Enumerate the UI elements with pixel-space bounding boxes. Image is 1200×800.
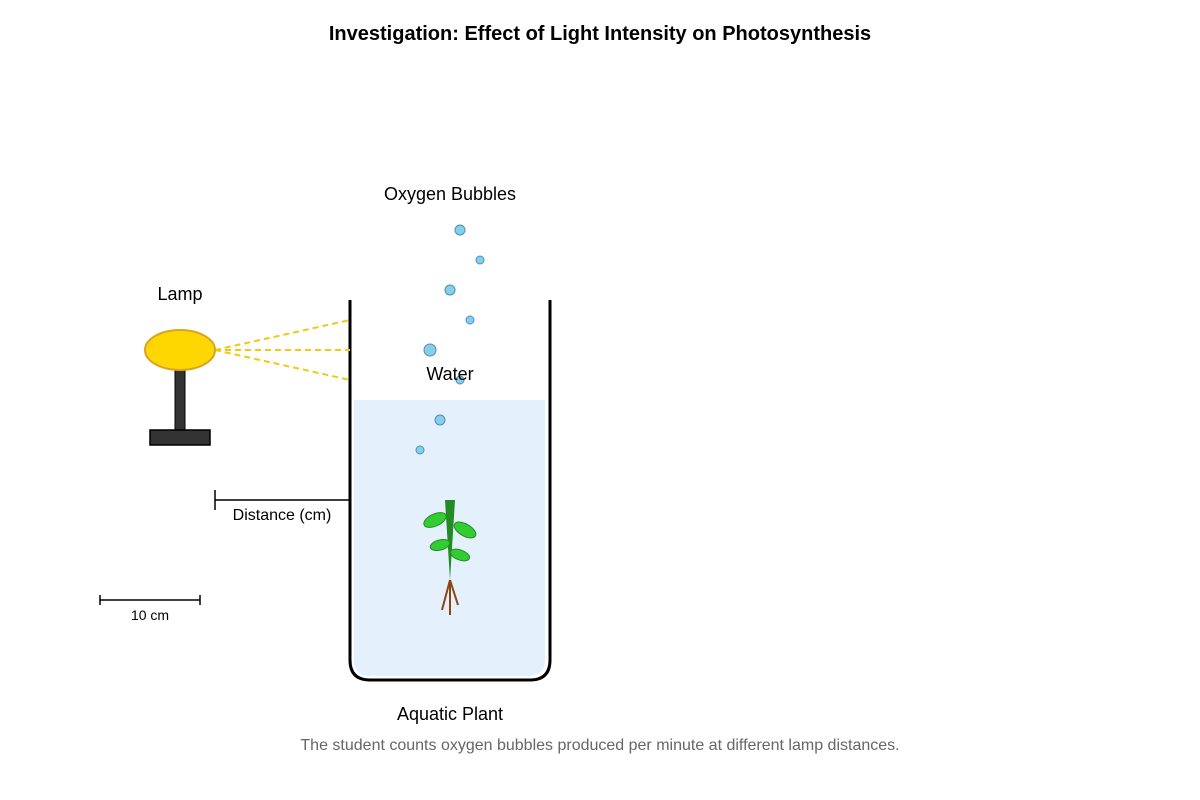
diagram-title: Investigation: Effect of Light Intensity… bbox=[329, 23, 871, 45]
distance-indicator bbox=[214, 490, 350, 510]
caption: The student counts oxygen bubbles produc… bbox=[300, 737, 899, 754]
oxygen-bubble bbox=[444, 284, 456, 296]
oxygen-bubble bbox=[455, 375, 465, 385]
oxygen-bubble-group bbox=[415, 224, 485, 455]
lamp-label: Lamp bbox=[157, 284, 202, 304]
lamp-icon bbox=[144, 329, 216, 446]
water-label: Water bbox=[426, 364, 473, 384]
aquatic-plant-label: Aquatic Plant bbox=[397, 704, 503, 724]
oxygen-bubble bbox=[454, 224, 466, 236]
oxygen-bubbles-label: Oxygen Bubbles bbox=[384, 184, 516, 204]
lamp-bulb bbox=[144, 329, 216, 371]
beaker bbox=[348, 300, 552, 682]
oxygen-bubble bbox=[423, 343, 437, 357]
plant-leaf bbox=[423, 512, 447, 528]
lamp-base bbox=[149, 429, 211, 446]
oxygen-bubble bbox=[415, 445, 425, 455]
lamp-stand bbox=[174, 367, 186, 433]
plant-roots bbox=[441, 579, 459, 615]
root bbox=[449, 579, 459, 606]
plant-leaf bbox=[429, 539, 451, 551]
water-surface bbox=[354, 400, 545, 420]
scale-bar-label: 10 cm bbox=[131, 607, 169, 623]
light-rays bbox=[214, 319, 351, 381]
oxygen-bubble bbox=[465, 315, 475, 325]
light-ray bbox=[214, 349, 351, 381]
oxygen-bubble bbox=[475, 255, 485, 265]
plant-leaf bbox=[449, 548, 471, 562]
plant-stem bbox=[445, 500, 455, 580]
distance-label: Distance (cm) bbox=[233, 507, 332, 524]
plant-leaf bbox=[453, 521, 477, 539]
scale-bar bbox=[99, 595, 201, 605]
light-ray bbox=[214, 319, 351, 351]
aquatic-plant-icon bbox=[423, 500, 477, 615]
oxygen-bubble bbox=[434, 414, 446, 426]
root bbox=[441, 579, 451, 611]
